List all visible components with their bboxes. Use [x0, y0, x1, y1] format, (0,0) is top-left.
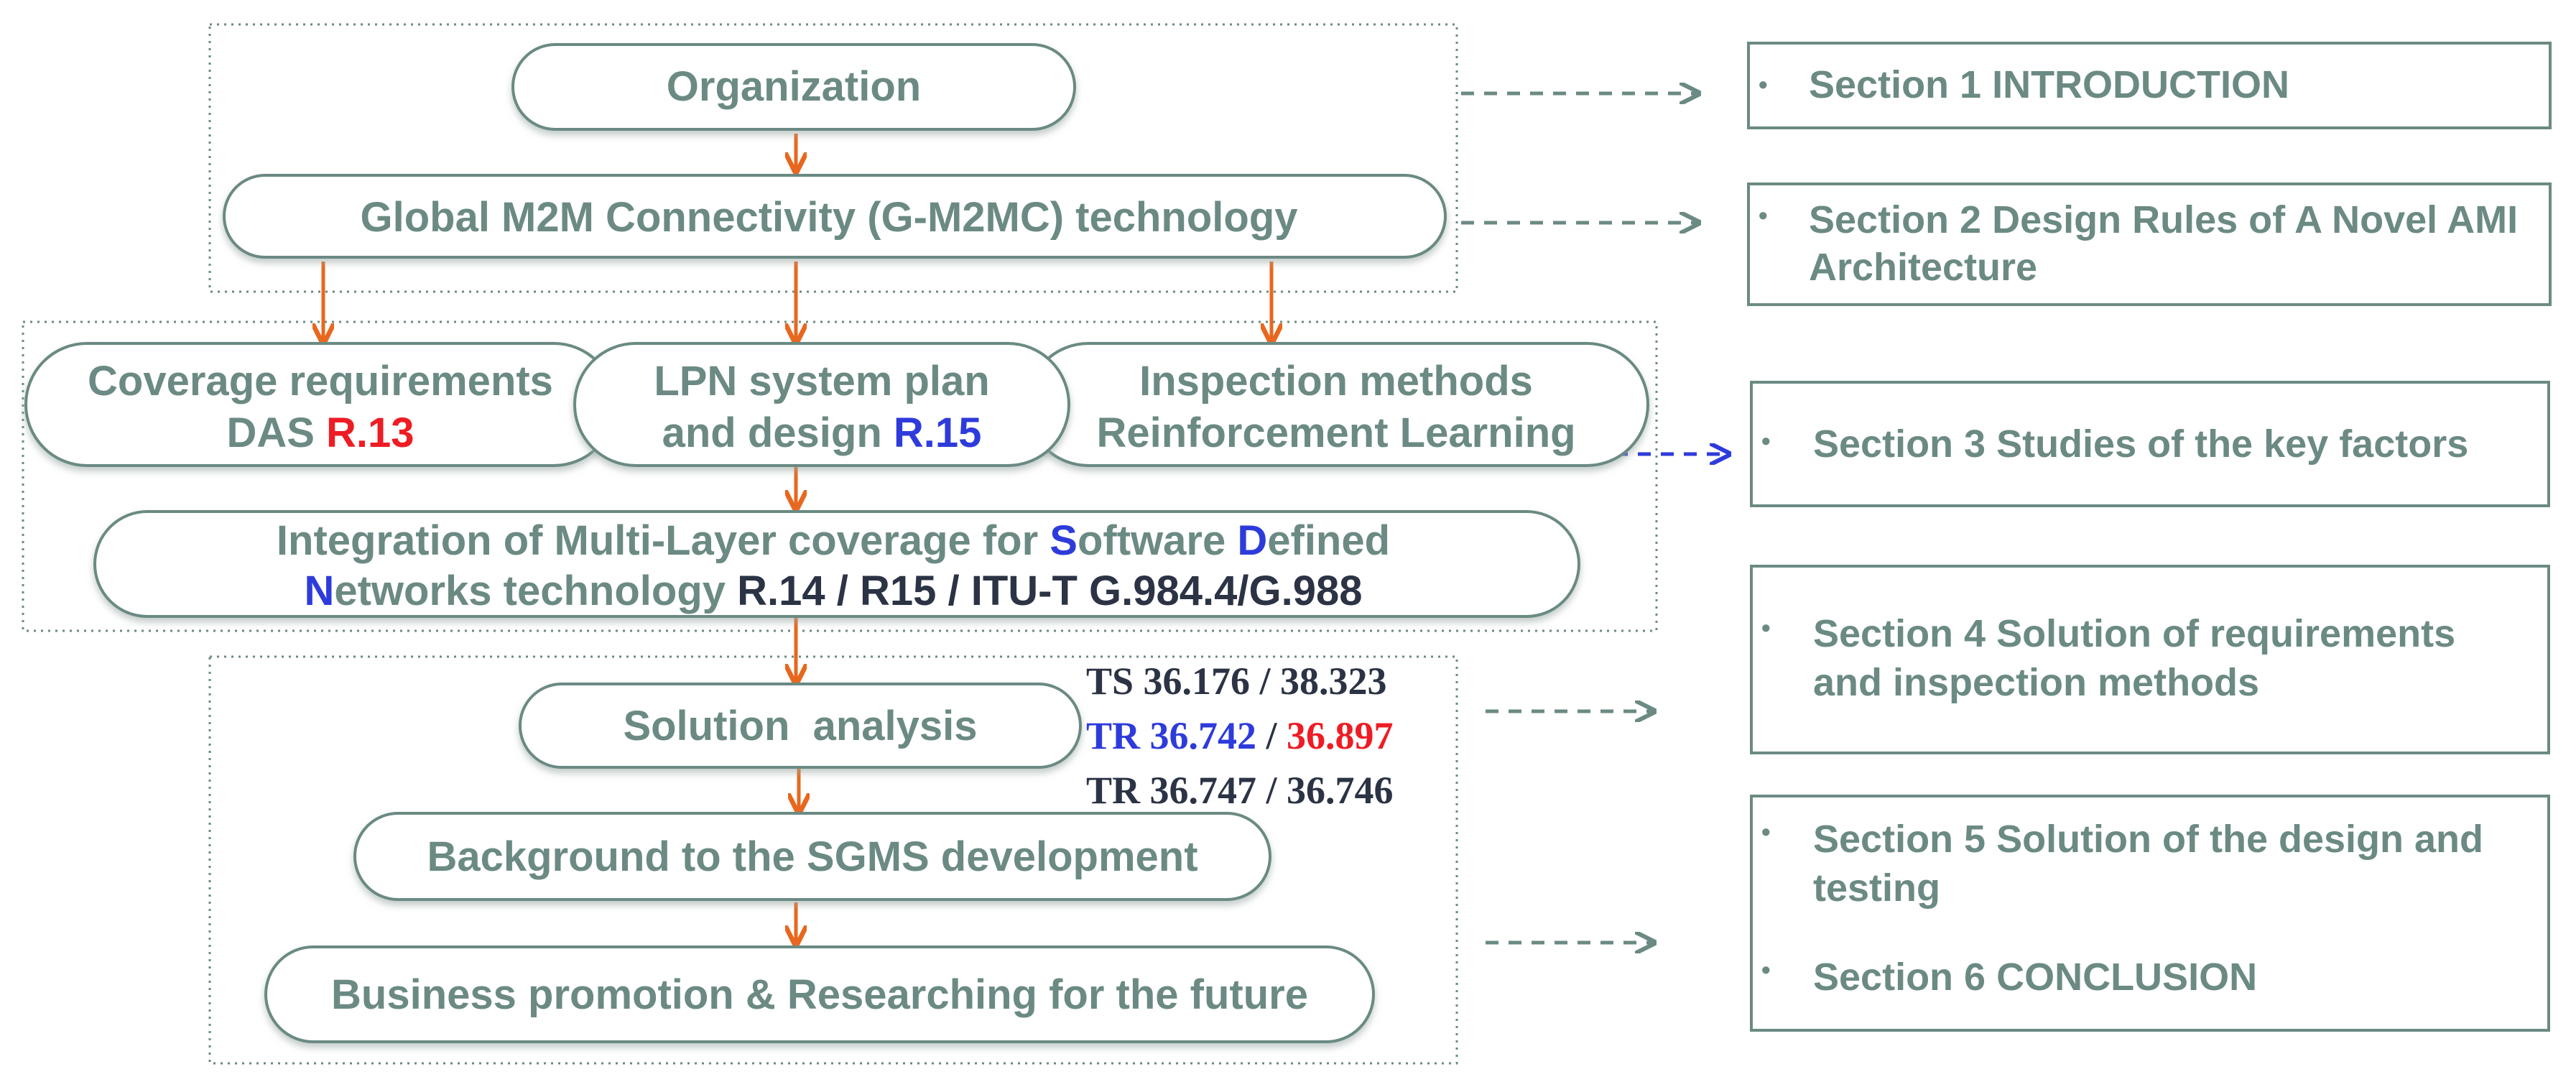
node-g-m2mc: [223, 174, 1447, 259]
integration-l1-c: efined: [1267, 517, 1390, 564]
standards-line1: TS 36.176 / 38.323: [1086, 660, 1387, 703]
node-g-m2mc-label: Global M2M Connectivity (G-M2MC) technol…: [360, 194, 1297, 241]
coverage-ref: R.13: [326, 410, 414, 456]
section-box-1: [1747, 42, 2552, 129]
section-6-label: Section 6 CONCLUSION: [1813, 956, 2257, 999]
section-box-4: [1750, 565, 2550, 754]
section-4-line2: and inspection methods: [1813, 661, 2259, 704]
section-box-5-6: [1750, 795, 2550, 1032]
node-integration-line2: Networks technology R.14 / R15 / ITU-T G…: [304, 568, 1362, 614]
integration-l1-a: Integration of Multi-Layer coverage for: [277, 517, 1050, 564]
group-box-bottom: [208, 655, 1458, 1065]
section-4-bullet: •: [1761, 613, 1771, 642]
standards-red: 36.897: [1287, 714, 1394, 757]
node-integration: [93, 510, 1580, 618]
section-6-bullet: •: [1761, 955, 1771, 984]
node-background-label: Background to the SGMS development: [427, 833, 1197, 880]
node-inspection-line2: Reinforcement Learning: [1096, 410, 1575, 456]
node-background: [353, 812, 1271, 901]
section-2-line2: Architecture: [1809, 246, 2037, 289]
standards-tr-blue: TR 36.742: [1086, 714, 1256, 757]
lpn-ref: R.15: [894, 410, 982, 456]
node-lpn-line2: and design R.15: [662, 410, 982, 456]
section-3-label: Section 3 Studies of the key factors: [1813, 422, 2468, 466]
section-4-line1: Section 4 Solution of requirements: [1813, 612, 2455, 655]
section-2-line1: Section 2 Design Rules of A Novel AMI: [1809, 198, 2518, 241]
node-coverage-line2: DAS R.13: [226, 410, 414, 456]
coverage-das: DAS: [226, 410, 326, 456]
section-1-label: Section 1 INTRODUCTION: [1809, 63, 2289, 106]
node-integration-line1: Integration of Multi-Layer coverage for …: [277, 517, 1390, 564]
section-1-bullet: •: [1759, 70, 1768, 99]
standards-sep: /: [1256, 714, 1287, 757]
section-5-line2: testing: [1813, 866, 1940, 910]
section-3-bullet: •: [1761, 426, 1771, 456]
node-lpn: [573, 342, 1070, 467]
standards-line3: TR 36.747 / 36.746: [1086, 769, 1394, 812]
node-lpn-line1: LPN system plan: [654, 358, 989, 404]
node-solution: [519, 683, 1082, 769]
integration-l2-a: etworks technology: [334, 568, 737, 614]
integration-n: N: [304, 568, 334, 614]
lpn-and-design: and design: [662, 410, 894, 456]
node-coverage-line1: Coverage requirements: [88, 358, 553, 404]
integration-l1-b: oftware: [1078, 517, 1237, 564]
node-inspection-line1: Inspection methods: [1139, 358, 1533, 404]
standards-line2: TR 36.742 / 36.897: [1086, 714, 1394, 757]
section-5-line1: Section 5 Solution of the design and: [1813, 818, 2483, 861]
section-box-3: [1750, 381, 2550, 507]
section-5-bullet: •: [1761, 817, 1771, 846]
section-box-2: [1747, 182, 2552, 306]
group-box-top: [208, 23, 1458, 293]
integration-s: S: [1050, 517, 1078, 564]
section-2-bullet: •: [1759, 200, 1768, 230]
node-organization: [511, 43, 1076, 131]
group-box-middle: [22, 320, 1658, 632]
integration-d: D: [1237, 517, 1267, 564]
node-business: [264, 945, 1375, 1043]
integration-refs: R.14 / R15 / ITU-T G.984.4/G.988: [737, 568, 1362, 614]
node-business-label: Business promotion & Researching for the…: [331, 971, 1308, 1018]
node-solution-label: Solution analysis: [623, 703, 977, 749]
node-organization-label: Organization: [667, 63, 921, 110]
